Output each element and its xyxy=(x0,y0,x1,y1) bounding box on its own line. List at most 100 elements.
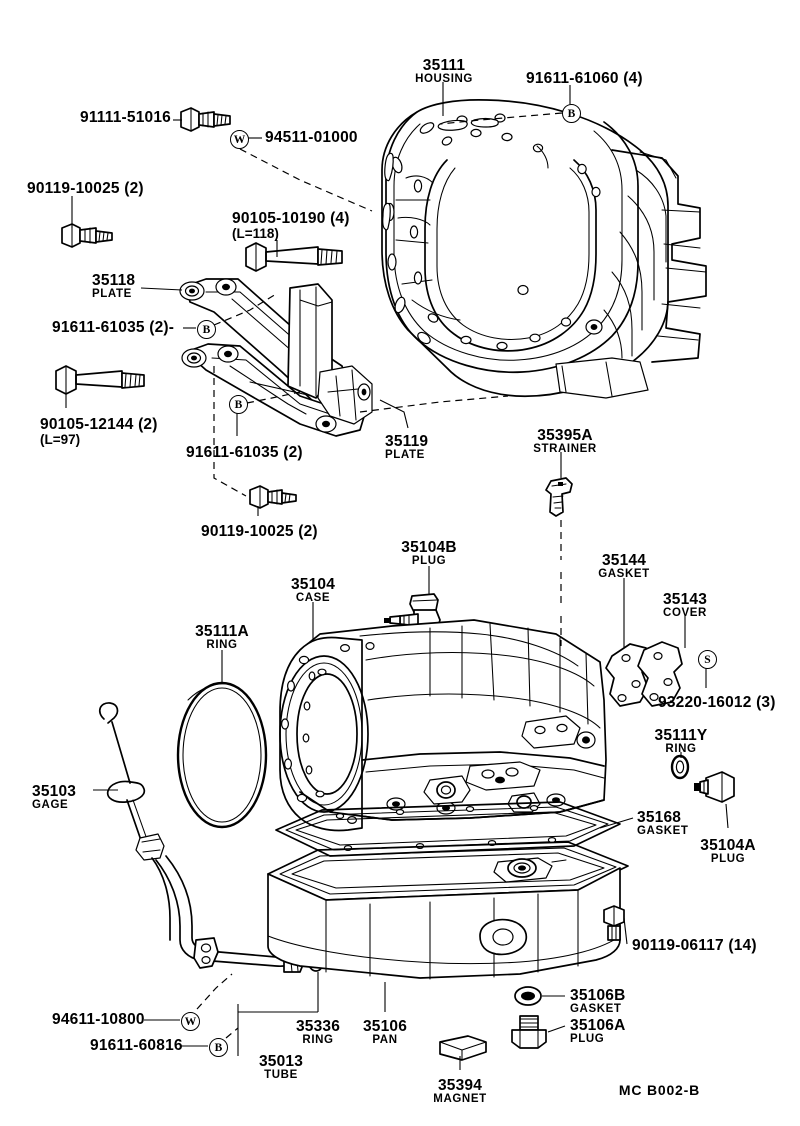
bolt-90105-12144 xyxy=(55,365,145,395)
drain-gasket-plug-art xyxy=(511,986,547,1049)
part-callout-91611-60816: 91611-60816 xyxy=(90,1038,183,1054)
part-number: 90119-10025 (2) xyxy=(201,523,318,540)
part-number: 91611-60816 xyxy=(90,1037,183,1054)
part-number: 35106A xyxy=(570,1017,626,1034)
part-number: 35111 xyxy=(422,57,466,74)
bolt-91111-51016 xyxy=(180,107,231,132)
bolt-mark-b-91611-61060: B xyxy=(562,104,581,123)
screw-mark-s-93220-16012: S xyxy=(698,650,717,669)
washer-mark-w-94511-01000: W xyxy=(230,130,249,149)
part-number: 35013 xyxy=(258,1053,304,1070)
fasteners-upper-art xyxy=(55,107,343,509)
part-number: 35104 xyxy=(290,576,336,593)
part-number: 35118 xyxy=(92,272,136,289)
bolt-90119-06117-art xyxy=(603,905,625,941)
bolt-mark-b-91611-61035-lower: B xyxy=(229,395,248,414)
part-name: CASE xyxy=(295,591,331,604)
part-name: RING xyxy=(206,638,238,651)
part-callout-91111-51016: 91111-51016 xyxy=(80,110,171,126)
part-number: 35111A xyxy=(195,623,249,640)
part-number: 35104B xyxy=(401,539,457,556)
gage-35103-art xyxy=(98,702,171,941)
part-number: 94611-10800 xyxy=(52,1011,145,1028)
part-number: 35106 xyxy=(362,1018,408,1035)
part-name: GAGE xyxy=(32,798,69,811)
part-name: GASKET xyxy=(598,567,650,580)
ring-35111Y-art xyxy=(670,754,690,780)
part-number: 35168 xyxy=(637,809,682,826)
part-callout-91611-610352: 91611-61035 (2) xyxy=(186,445,303,461)
part-length-note: (L=118) xyxy=(232,225,279,241)
bolt-mark-b-91611-60816: B xyxy=(209,1038,228,1057)
magnet-35394-art xyxy=(439,1035,487,1061)
part-name: MAGNET xyxy=(433,1092,487,1105)
part-number: 91611-61035 (2)- xyxy=(52,319,175,336)
part-callout-90105-101904: 90105-10190 (4)(L=118) xyxy=(232,211,350,241)
strainer-35395A-art xyxy=(545,477,573,517)
part-name: GASKET xyxy=(637,824,689,837)
part-number: 90119-06117 (14) xyxy=(632,937,757,954)
part-number: 94511-01000 xyxy=(265,129,358,146)
part-callout-94611-10800: 94611-10800 xyxy=(52,1012,145,1028)
part-number: 35119 xyxy=(385,433,429,450)
part-number: 35106B xyxy=(570,987,626,1004)
part-number: 93220-16012 (3) xyxy=(658,694,776,711)
part-name: GASKET xyxy=(570,1002,622,1015)
part-callout-90119-100252: 90119-10025 (2) xyxy=(201,524,318,540)
pan-35106-art xyxy=(267,841,629,980)
part-name: PAN xyxy=(372,1033,398,1046)
part-name: STRAINER xyxy=(533,442,597,455)
part-callout-90119-0611714: 90119-06117 (14) xyxy=(632,938,757,954)
part-callout-91611-610604: 91611-61060 (4) xyxy=(526,71,643,87)
part-name: PLUG xyxy=(710,852,746,865)
part-name: HOUSING xyxy=(415,72,473,85)
part-number: 35103 xyxy=(32,783,77,800)
part-number: 35394 xyxy=(437,1077,483,1094)
part-name: PLUG xyxy=(570,1032,605,1045)
part-number: 35336 xyxy=(295,1018,341,1035)
bolt-90119-10025-upper xyxy=(61,223,113,248)
plug-35104A-art xyxy=(694,771,735,803)
part-number: 35111Y xyxy=(654,727,708,744)
part-number: 90105-10190 (4) xyxy=(232,210,350,227)
part-number: 35143 xyxy=(662,591,708,608)
part-name: RING xyxy=(665,742,697,755)
washer-mark-w-94611-10800: W xyxy=(181,1012,200,1031)
diagram-code: MC B002-B xyxy=(618,1082,700,1098)
part-callout-91611-610352-: 91611-61035 (2)- xyxy=(52,320,174,336)
gasket-cover-art xyxy=(605,641,683,707)
part-number: 91611-61060 (4) xyxy=(526,70,643,87)
part-number: 91111-51016 xyxy=(80,109,171,126)
part-length-note: (L=97) xyxy=(40,431,81,447)
housing-35111-art xyxy=(381,99,707,399)
bolt-90119-10025-lower xyxy=(249,485,297,509)
part-name: RING xyxy=(302,1033,334,1046)
part-number: 35395A xyxy=(537,427,593,444)
case-35104-art xyxy=(279,619,607,832)
part-number: 90119-10025 (2) xyxy=(27,180,144,197)
bolt-mark-b-91611-61035-upper: B xyxy=(197,320,216,339)
part-name: PLATE xyxy=(92,287,132,300)
part-number: 35104A xyxy=(700,837,756,854)
part-number: 91611-61035 (2) xyxy=(186,444,303,461)
